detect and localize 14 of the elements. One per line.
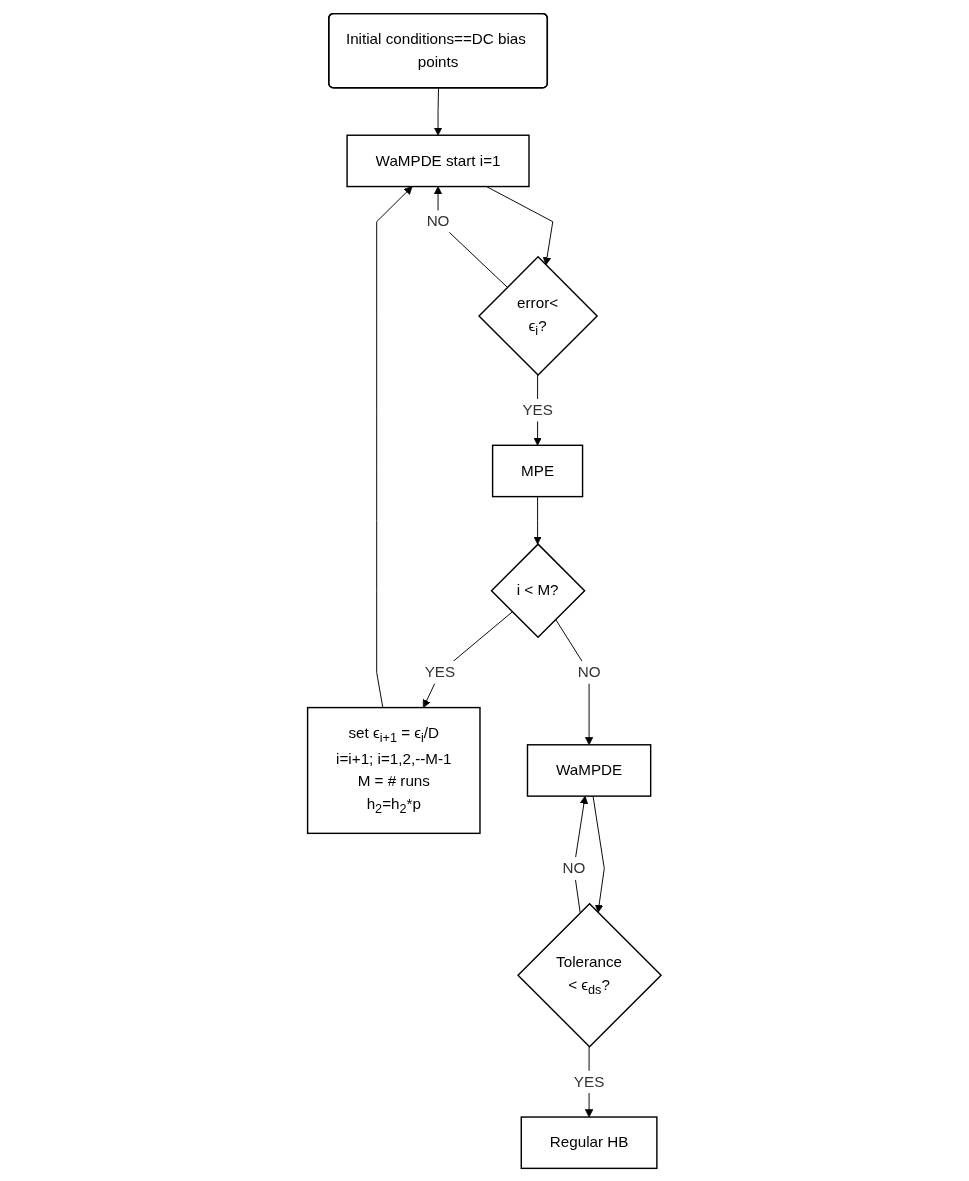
edge-label: YES — [424, 663, 456, 680]
edge-label: YES — [522, 401, 553, 418]
node-diamond: Tolerance < ϵ$_{ds}$? — [517, 902, 663, 1048]
node-box: Regular HB — [520, 1115, 658, 1169]
edge-label: NO — [562, 859, 586, 876]
node-box: MPE — [492, 444, 584, 497]
node-diamond: i < M? — [490, 542, 586, 638]
edge-label: NO — [577, 663, 601, 680]
node-diamond: error< ϵ$_{i}$? — [478, 255, 599, 376]
node-box: WaMPDE — [526, 743, 652, 797]
edge-label: YES — [574, 1072, 605, 1089]
edge-label: NO — [426, 212, 450, 229]
node-box: set ϵ$_{i+1}$ = ϵ$_{i}$/D i=i+1; i=1,2,--M-1 M = # runs h$_{2}$=h$_{2}$*p — [307, 706, 481, 834]
node-box: WaMPDE start i=1 — [346, 134, 530, 187]
